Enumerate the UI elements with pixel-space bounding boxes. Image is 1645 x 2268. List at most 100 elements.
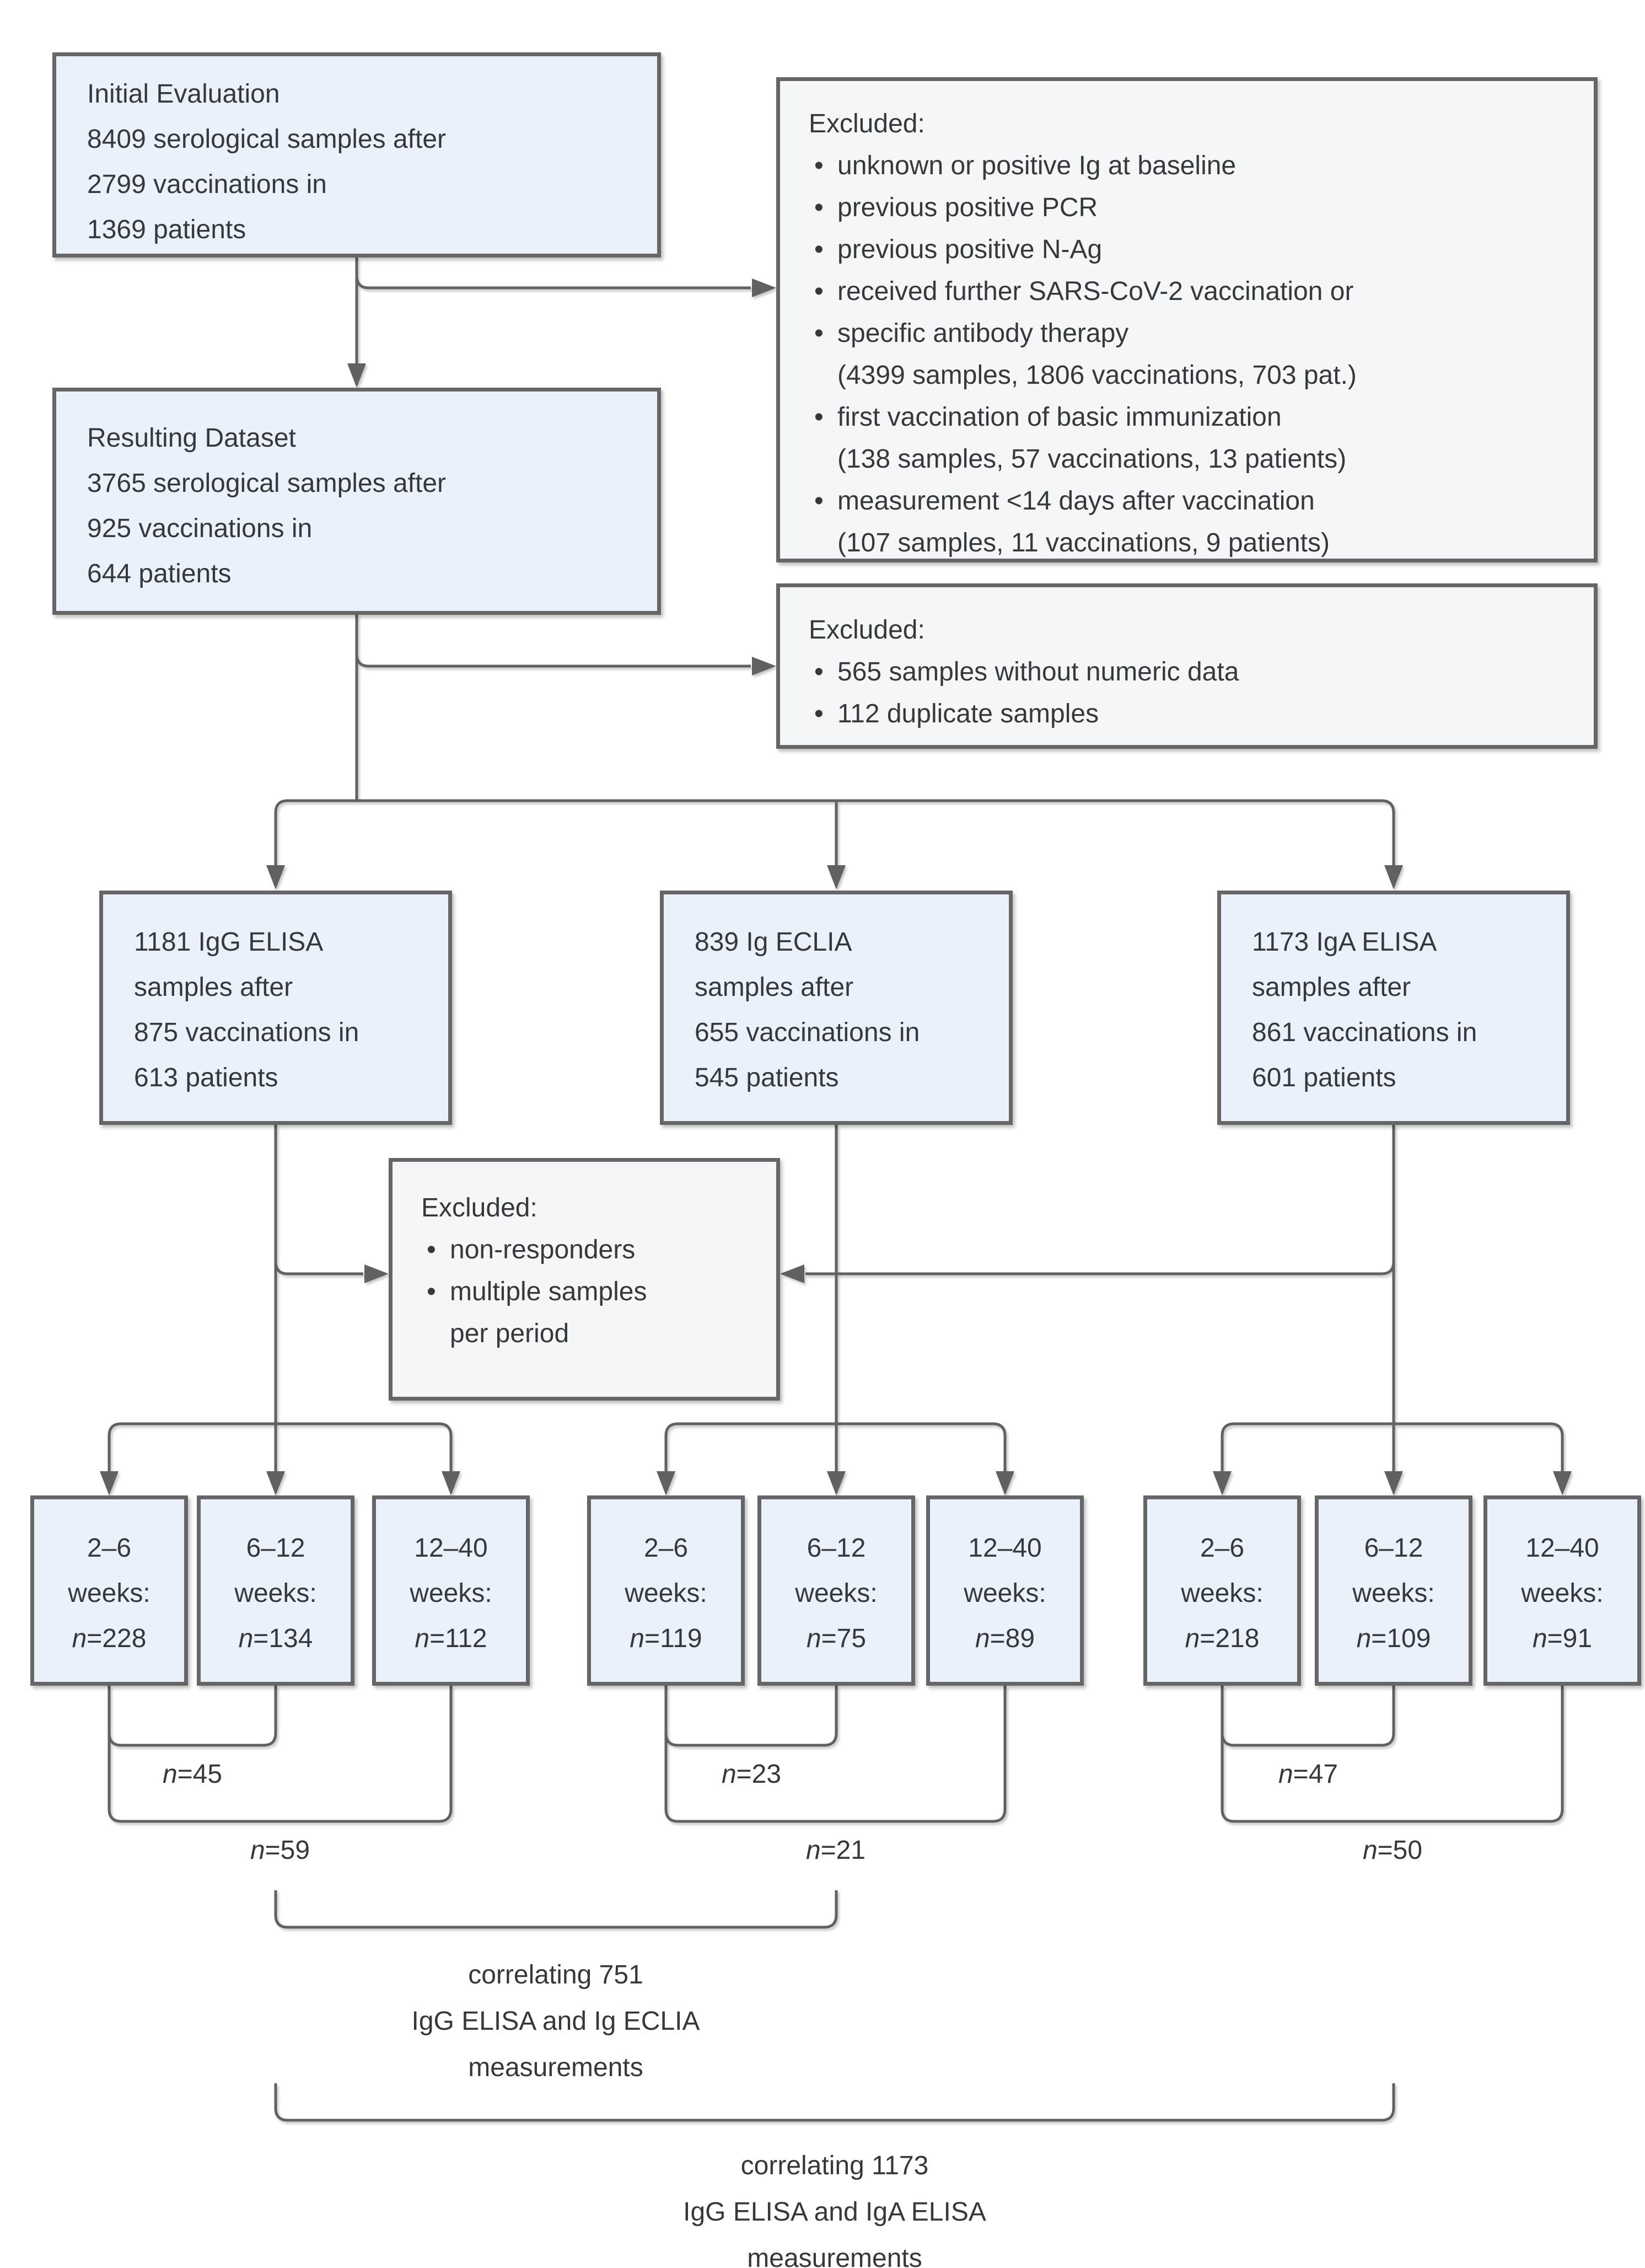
- bracket-iga-inner: [1221, 1686, 1395, 1747]
- period-box-iga-6-12: 6–12 weeks: n=109: [1315, 1495, 1472, 1686]
- correlation-igg-eclia-caption: correlating 751 IgG ELISA and Ig ECLIA m…: [280, 1952, 831, 2091]
- period-range: 12–40: [968, 1534, 1042, 1563]
- box-line: 545 patients: [695, 1063, 839, 1092]
- excluded-item: unknown or positive Ig at baseline: [809, 145, 1577, 187]
- period-box-eclia-2-6: 2–6 weeks: n=119: [587, 1495, 745, 1686]
- period-n: n=91: [1532, 1624, 1593, 1653]
- period-n: n=112: [415, 1624, 487, 1653]
- arrowhead: [752, 278, 776, 297]
- bracket-correlation-igg-eclia: [274, 1890, 838, 1929]
- box-line: Initial Evaluation: [87, 79, 280, 109]
- box-line: 1369 patients: [87, 215, 246, 244]
- period-weeks: weeks:: [1521, 1579, 1604, 1608]
- period-n: n=218: [1185, 1624, 1260, 1653]
- period-n: n=109: [1356, 1624, 1431, 1653]
- arrowhead: [1384, 1471, 1403, 1495]
- arrowhead: [780, 1264, 804, 1283]
- excluded-title: Excluded:: [809, 109, 925, 138]
- period-range: 6–12: [807, 1534, 866, 1563]
- arrowhead: [1553, 1471, 1572, 1495]
- period-n: n=119: [630, 1624, 702, 1653]
- box-line: 1181 IgG ELISA: [134, 927, 324, 957]
- box-line: 655 vaccinations in: [695, 1018, 920, 1047]
- edge-resulting-to-excluded-numeric: [355, 615, 776, 675]
- arrowhead: [100, 1471, 119, 1495]
- box-line: 875 vaccinations in: [134, 1018, 359, 1047]
- pair-n-igg-inner: n=45: [162, 1760, 223, 1789]
- initial-evaluation-box: Initial Evaluation 8409 serological samp…: [52, 52, 661, 258]
- excluded-item-note: (138 samples, 57 vaccinations, 13 patien…: [837, 444, 1347, 474]
- period-box-iga-2-6: 2–6 weeks: n=218: [1143, 1495, 1301, 1686]
- box-line: samples after: [695, 973, 854, 1002]
- edge-iga-to-excluded-period: [780, 1125, 1395, 1283]
- excluded-title: Excluded:: [809, 615, 925, 645]
- edge-eclia-to-periods: [657, 1125, 1014, 1495]
- excluded-item-cont: per period: [450, 1319, 569, 1348]
- period-box-iga-12-40: 12–40 weeks: n=91: [1483, 1495, 1641, 1686]
- period-range: 12–40: [414, 1534, 488, 1563]
- arrowhead: [364, 1264, 389, 1283]
- excluded-item: specific antibody therapy: [809, 313, 1577, 355]
- caption-line: IgG ELISA and IgA ELISA: [683, 2197, 986, 2227]
- arrowhead: [347, 363, 366, 388]
- excluded-title: Excluded:: [421, 1193, 537, 1223]
- pair-n-eclia-inner: n=23: [721, 1760, 782, 1789]
- period-weeks: weeks:: [68, 1579, 150, 1608]
- period-weeks: weeks:: [1181, 1579, 1264, 1608]
- excluded-item: first vaccination of basic immunization: [809, 396, 1577, 438]
- box-line: 839 Ig ECLIA: [695, 927, 852, 957]
- period-box-eclia-6-12: 6–12 weeks: n=75: [757, 1495, 915, 1686]
- bracket-eclia-outer: [664, 1686, 1007, 1823]
- edge-igg-to-excluded-period: [274, 1125, 389, 1283]
- period-n: n=89: [975, 1624, 1035, 1653]
- arrowhead: [827, 865, 846, 889]
- excluded-baseline-box: Excluded: unknown or positive Ig at base…: [776, 77, 1598, 562]
- bracket-correlation-igg-iga: [274, 2083, 1395, 2122]
- edge-resulting-to-assays: [266, 615, 1403, 889]
- arrowhead: [266, 865, 285, 889]
- excluded-item: non-responders: [421, 1229, 760, 1271]
- arrowhead: [657, 1471, 675, 1495]
- arrowhead: [442, 1471, 460, 1495]
- excluded-item: 565 samples without numeric data: [809, 651, 1577, 693]
- period-weeks: weeks:: [1352, 1579, 1435, 1608]
- bracket-iga-outer: [1221, 1686, 1564, 1823]
- ig-eclia-box: 839 Ig ECLIA samples after 655 vaccinati…: [660, 891, 1013, 1125]
- resulting-dataset-box: Resulting Dataset 3765 serological sampl…: [52, 388, 661, 615]
- box-line: 613 patients: [134, 1063, 278, 1092]
- caption-line: correlating 1173: [740, 2151, 929, 2180]
- period-range: 6–12: [1364, 1534, 1423, 1563]
- excluded-numeric-box: Excluded: 565 samples without numeric da…: [776, 583, 1598, 749]
- excluded-period-box: Excluded: non-responders multiple sample…: [389, 1158, 780, 1401]
- period-weeks: weeks:: [964, 1579, 1046, 1608]
- period-weeks: weeks:: [795, 1579, 878, 1608]
- box-line: 925 vaccinations in: [87, 514, 313, 543]
- arrowhead: [752, 657, 776, 675]
- box-line: 3765 serological samples after: [87, 469, 447, 498]
- excluded-item: previous positive N-Ag: [809, 229, 1577, 271]
- box-line: samples after: [1252, 973, 1411, 1002]
- box-line: samples after: [134, 973, 293, 1002]
- period-n: n=75: [806, 1624, 867, 1653]
- excluded-item: multiple samples: [421, 1271, 760, 1313]
- period-range: 2–6: [643, 1534, 689, 1563]
- period-range: 2–6: [1200, 1534, 1245, 1563]
- iga-elisa-box: 1173 IgA ELISA samples after 861 vaccina…: [1217, 891, 1570, 1125]
- period-weeks: weeks:: [234, 1579, 317, 1608]
- period-weeks: weeks:: [410, 1579, 492, 1608]
- period-range: 2–6: [87, 1534, 132, 1563]
- period-weeks: weeks:: [625, 1579, 707, 1608]
- excluded-item: 112 duplicate samples: [809, 693, 1577, 735]
- period-n: n=228: [72, 1624, 147, 1653]
- period-range: 12–40: [1525, 1534, 1599, 1563]
- excluded-item-note: (4399 samples, 1806 vaccinations, 703 pa…: [837, 361, 1357, 390]
- arrowhead: [266, 1471, 285, 1495]
- box-line: 8409 serological samples after: [87, 125, 447, 154]
- arrowhead: [1213, 1471, 1232, 1495]
- period-box-igg-6-12: 6–12 weeks: n=134: [197, 1495, 354, 1686]
- caption-line: IgG ELISA and Ig ECLIA: [411, 2007, 700, 2036]
- period-box-igg-2-6: 2–6 weeks: n=228: [30, 1495, 188, 1686]
- period-box-igg-12-40: 12–40 weeks: n=112: [372, 1495, 530, 1686]
- correlation-igg-iga-caption: correlating 1173 IgG ELISA and IgA ELISA…: [531, 2143, 1138, 2268]
